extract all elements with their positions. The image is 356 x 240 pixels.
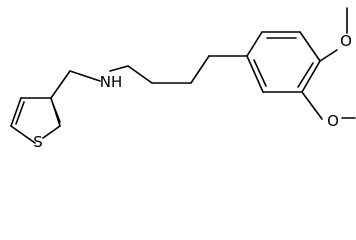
benzene-ring (190, 31, 321, 93)
oxygen-atom-label: O (340, 32, 352, 50)
oxygen-atom-label: O (327, 112, 339, 130)
amine-atom-label: NH (100, 73, 123, 91)
bond (301, 60, 321, 93)
bond (69, 70, 101, 82)
bond (127, 65, 153, 84)
bond (42, 125, 61, 139)
bond (15, 101, 25, 125)
bond (299, 31, 321, 62)
bond (109, 65, 129, 72)
structure-diagram: S NH O O (10, 7, 356, 151)
bond (297, 62, 314, 88)
bond (253, 59, 267, 87)
bond (246, 55, 264, 93)
bond (52, 103, 61, 123)
bond (10, 97, 22, 127)
bond (319, 49, 338, 62)
methoxy-top (319, 7, 348, 62)
bond (301, 91, 323, 120)
amine-linker (50, 65, 192, 99)
bond (50, 70, 71, 99)
sulfur-atom-label: S (33, 133, 43, 151)
bond (10, 125, 36, 144)
bond (246, 31, 263, 57)
thiophene-ring (10, 97, 61, 144)
bond (190, 55, 210, 84)
methoxy-bottom (301, 91, 356, 120)
